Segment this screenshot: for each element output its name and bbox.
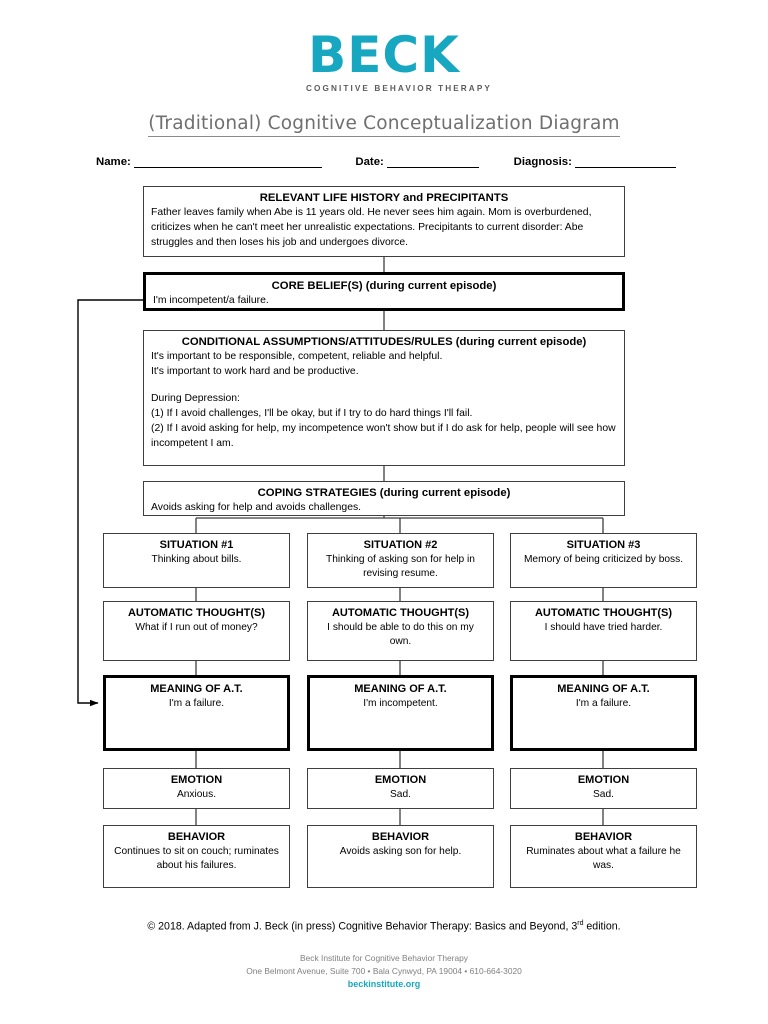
credit-text-pre: © 2018. Adapted from J. Beck (in press) … [147,920,578,933]
behavior-box-3: BEHAVIOR Ruminates about what a failure … [510,825,697,888]
institute-website-link[interactable]: beckinstitute.org [347,979,421,990]
logo-wordmark: BECK [308,26,460,84]
meaning-body-2: I'm incompetent. [363,697,438,709]
life-history-box: RELEVANT LIFE HISTORY and PRECIPITANTS F… [143,186,625,257]
beck-logo: BECK COGNITIVE BEHAVIOR THERAPY [0,30,768,93]
behavior-box-2: BEHAVIOR Avoids asking son for help. [307,825,494,888]
life-history-body: Father leaves family when Abe is 11 year… [151,207,592,248]
behavior-title-2: BEHAVIOR [371,831,430,843]
automatic-thought-body-3: I should have tried harder. [544,621,663,633]
assumptions-line-2: It's important to work hard and be produ… [151,366,359,378]
core-belief-body: I'm incompetent/a failure. [153,295,269,307]
automatic-thought-title-1: AUTOMATIC THOUGHT(S) [127,607,266,619]
assumptions-spacer [151,380,617,392]
meaning-body-1: I'm a failure. [168,697,225,709]
assumptions-title: CONDITIONAL ASSUMPTIONS/ATTITUDES/RULES … [181,336,587,348]
behavior-box-1: BEHAVIOR Continues to sit on couch; rumi… [103,825,290,888]
identification-line: Name: Date: Diagnosis: [96,155,676,168]
credit-ordinal-suffix: rd [577,920,584,927]
page-title: (Traditional) Cognitive Conceptualizatio… [0,113,768,137]
institute-name: Beck Institute for Cognitive Behavior Th… [300,953,468,963]
emotion-box-1: EMOTION Anxious. [103,768,290,809]
emotion-body-3: Sad. [593,788,614,800]
situation-body-3: Memory of being criticized by boss. [523,553,684,565]
coping-title: COPING STRATEGIES (during current episod… [257,487,511,499]
meaning-title-2: MEANING OF A.T. [354,683,447,695]
emotion-box-3: EMOTION Sad. [510,768,697,809]
assumptions-line-1: It's important to be responsible, compet… [151,351,443,363]
life-history-title: RELEVANT LIFE HISTORY and PRECIPITANTS [259,192,509,204]
assumptions-body: It's important to be responsible, compet… [151,350,617,451]
behavior-title-1: BEHAVIOR [167,831,226,843]
credit-text-post: edition. [583,920,621,933]
automatic-thought-title-3: AUTOMATIC THOUGHT(S) [534,607,673,619]
emotion-body-1: Anxious. [176,788,217,800]
emotion-box-2: EMOTION Sad. [307,768,494,809]
situation-box-3: SITUATION #3 Memory of being criticized … [510,533,697,588]
coping-strategies-box: COPING STRATEGIES (during current episod… [143,481,625,516]
situation-title-1: SITUATION #1 [159,539,234,551]
assumptions-line-5: (2) If I avoid asking for help, my incom… [151,422,616,449]
automatic-thought-body-2: I should be able to do this on my own. [327,621,474,648]
automatic-thought-box-3: AUTOMATIC THOUGHT(S) I should have tried… [510,601,697,661]
meaning-body-3: I'm a failure. [575,697,632,709]
emotion-title-1: EMOTION [170,774,223,786]
automatic-thought-box-2: AUTOMATIC THOUGHT(S) I should be able to… [307,601,494,661]
coping-body: Avoids asking for help and avoids challe… [151,502,362,514]
situation-box-1: SITUATION #1 Thinking about bills. [103,533,290,588]
meaning-box-2: MEANING OF A.T. I'm incompetent. [307,675,494,751]
institute-address: One Belmont Avenue, Suite 700 • Bala Cyn… [246,966,522,977]
assumptions-box: CONDITIONAL ASSUMPTIONS/ATTITUDES/RULES … [143,330,625,466]
logo-tagline: COGNITIVE BEHAVIOR THERAPY [306,84,492,93]
situation-title-3: SITUATION #3 [566,539,641,551]
meaning-title-1: MEANING OF A.T. [150,683,243,695]
emotion-title-2: EMOTION [374,774,427,786]
date-input[interactable] [386,155,479,168]
automatic-thought-title-2: AUTOMATIC THOUGHT(S) [331,607,470,619]
page-title-text: (Traditional) Cognitive Conceptualizatio… [148,113,620,137]
behavior-body-3: Ruminates about what a failure he was. [526,845,681,872]
core-belief-title: CORE BELIEF(S) (during current episode) [271,280,497,292]
assumptions-line-4: (1) If I avoid challenges, I'll be okay,… [151,407,473,419]
situation-body-2: Thinking of asking son for help in revis… [326,553,475,580]
situation-body-1: Thinking about bills. [151,553,242,565]
automatic-thought-body-1: What if I run out of money? [135,621,258,633]
emotion-body-2: Sad. [390,788,411,800]
core-belief-box: CORE BELIEF(S) (during current episode) … [143,272,625,311]
copyright-credit: © 2018. Adapted from J. Beck (in press) … [0,920,768,933]
meaning-title-3: MEANING OF A.T. [557,683,650,695]
date-label: Date: [355,156,384,168]
automatic-thought-box-1: AUTOMATIC THOUGHT(S) What if I run out o… [103,601,290,661]
behavior-body-2: Avoids asking son for help. [339,845,462,857]
meaning-box-1: MEANING OF A.T. I'm a failure. [103,675,290,751]
emotion-title-3: EMOTION [577,774,630,786]
institute-footer: Beck Institute for Cognitive Behavior Th… [0,952,768,992]
situation-title-2: SITUATION #2 [363,539,438,551]
name-input[interactable] [133,155,323,168]
meaning-box-3: MEANING OF A.T. I'm a failure. [510,675,697,751]
behavior-title-3: BEHAVIOR [574,831,633,843]
situation-box-2: SITUATION #2 Thinking of asking son for … [307,533,494,588]
assumptions-line-3: During Depression: [151,393,240,404]
diagnosis-label: Diagnosis: [513,156,572,168]
name-label: Name: [96,156,131,168]
behavior-body-1: Continues to sit on couch; ruminates abo… [114,845,279,872]
diagnosis-input[interactable] [574,155,676,168]
